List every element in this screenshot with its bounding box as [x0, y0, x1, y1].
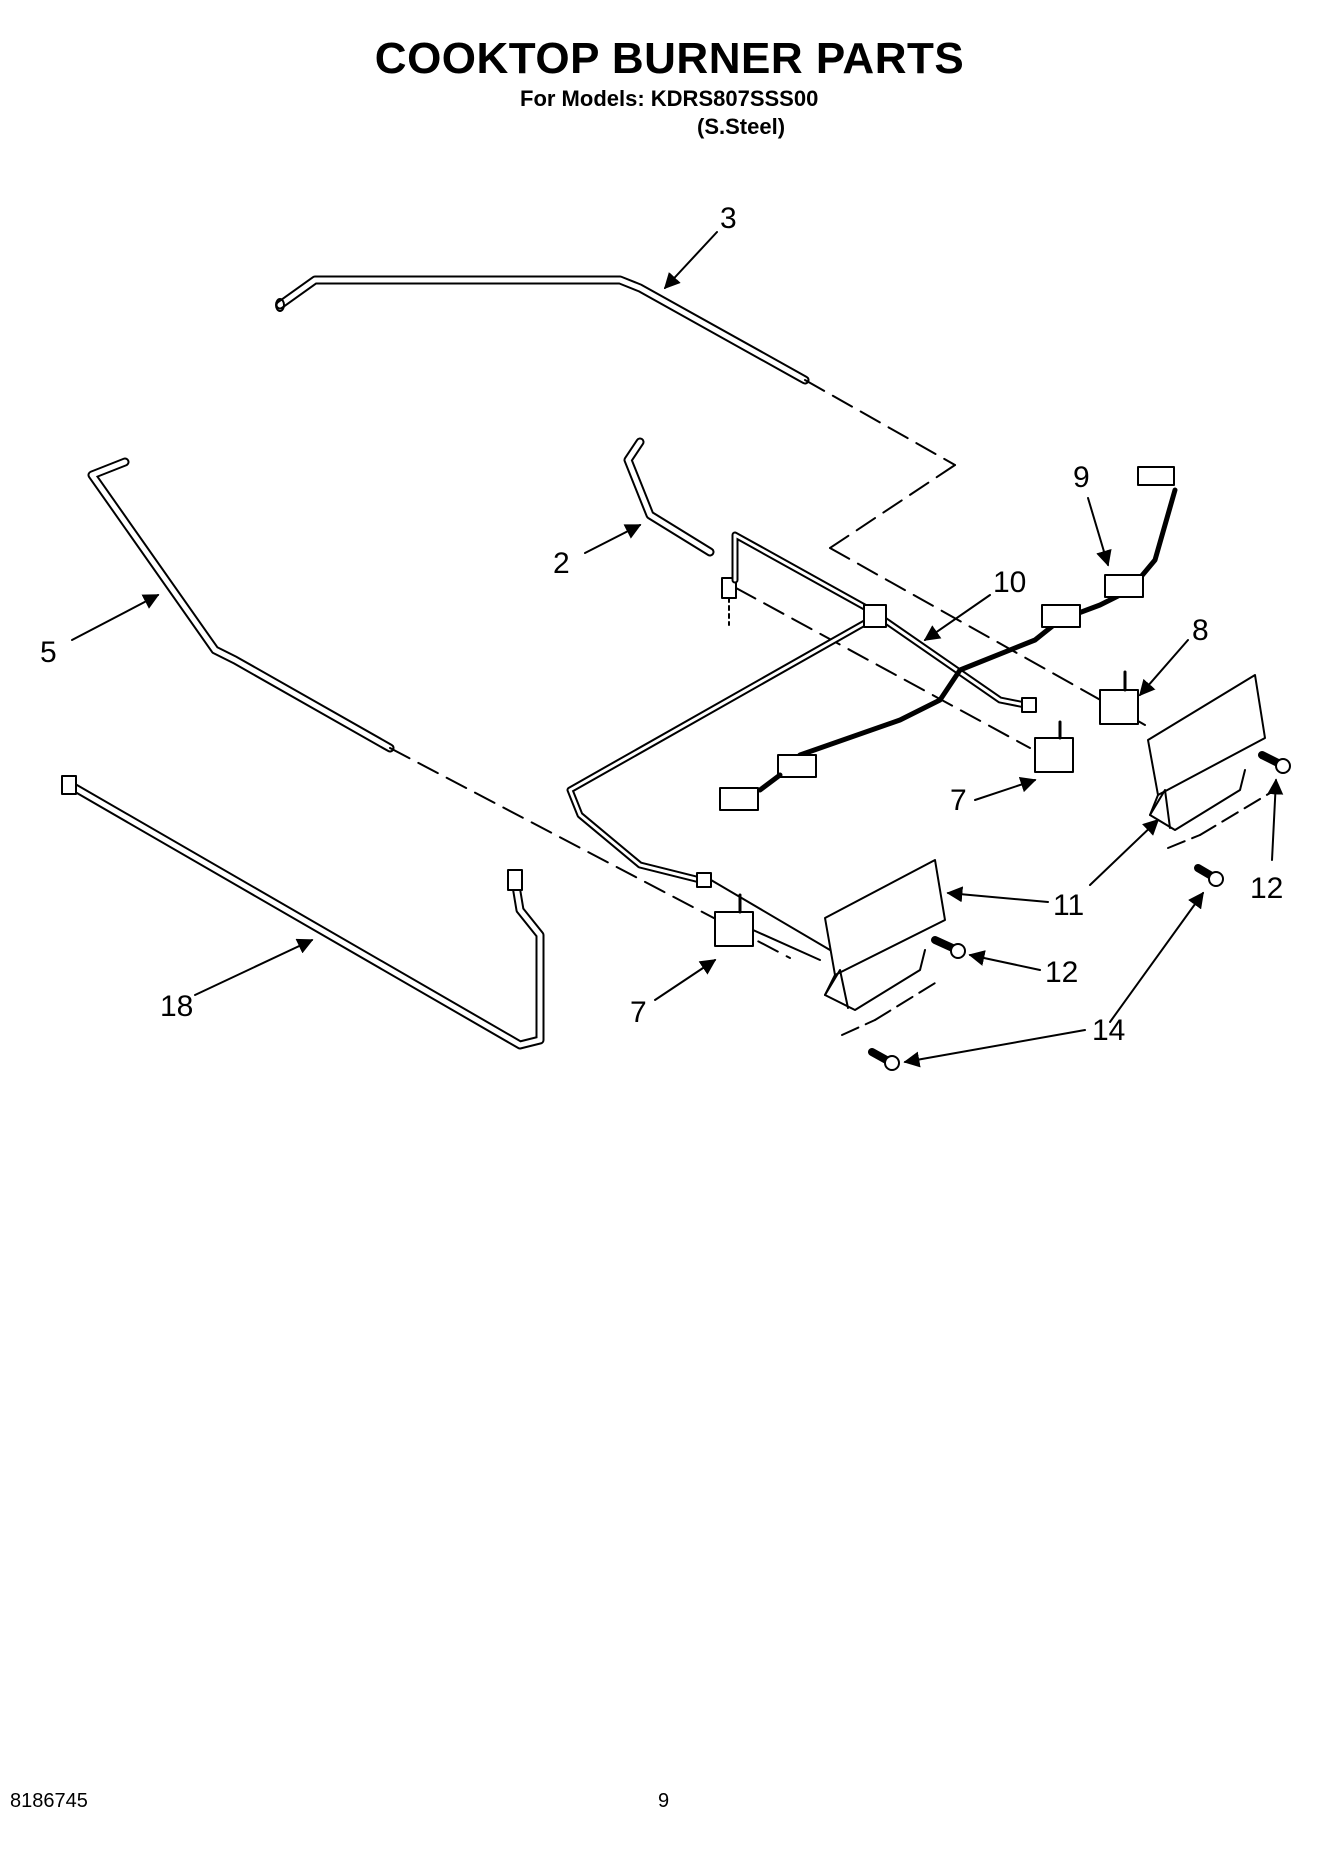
- callout-5: 5: [40, 636, 57, 669]
- screw-part-12-right: [1258, 751, 1291, 774]
- leader-lines: [71, 231, 1284, 1068]
- callout-7-right: 7: [950, 784, 967, 817]
- bracket-part-11-left: [824, 859, 946, 1011]
- callout-10: 10: [993, 566, 1026, 599]
- callout-12-left: 12: [1045, 956, 1078, 989]
- callout-9: 9: [1073, 461, 1090, 494]
- finish-line: (S.Steel): [697, 114, 786, 139]
- bracket-part-11-right: [1147, 674, 1266, 831]
- manifold-tube: [566, 531, 1037, 951]
- callout-14: 14: [1092, 1014, 1125, 1047]
- callout-8: 8: [1192, 614, 1209, 647]
- tube-part-5: [87, 457, 791, 959]
- tube-part-3: [275, 275, 1146, 726]
- tube-part-18: [61, 775, 545, 1050]
- callout-7-left: 7: [630, 996, 647, 1029]
- callout-11: 11: [1053, 889, 1084, 922]
- document-part-number: 8186745: [10, 1790, 88, 1812]
- callout-18: 18: [160, 990, 193, 1023]
- tube-part-2: [623, 437, 1031, 749]
- page-title: COOKTOP BURNER PARTS: [374, 34, 965, 83]
- igniter-switch-part-7-left: [714, 893, 821, 961]
- wire-harness-part-9: [719, 466, 1178, 811]
- models-line: For Models: KDRS807SSS00: [520, 86, 819, 111]
- screw-part-14-left: [841, 979, 941, 1071]
- igniter-switch-part-8: [1099, 670, 1139, 725]
- screw-part-12-left: [931, 936, 966, 959]
- page-number: 9: [658, 1790, 670, 1812]
- callout-2: 2: [553, 547, 570, 580]
- screw-part-14-right: [1167, 789, 1276, 887]
- igniter-switch-part-7-right: [1034, 720, 1074, 773]
- callout-3: 3: [720, 202, 737, 235]
- callout-labels: 3 9 10 2 5 8 7 11 12 7 18 12 14: [40, 202, 1283, 1047]
- callout-12-right: 12: [1250, 872, 1283, 905]
